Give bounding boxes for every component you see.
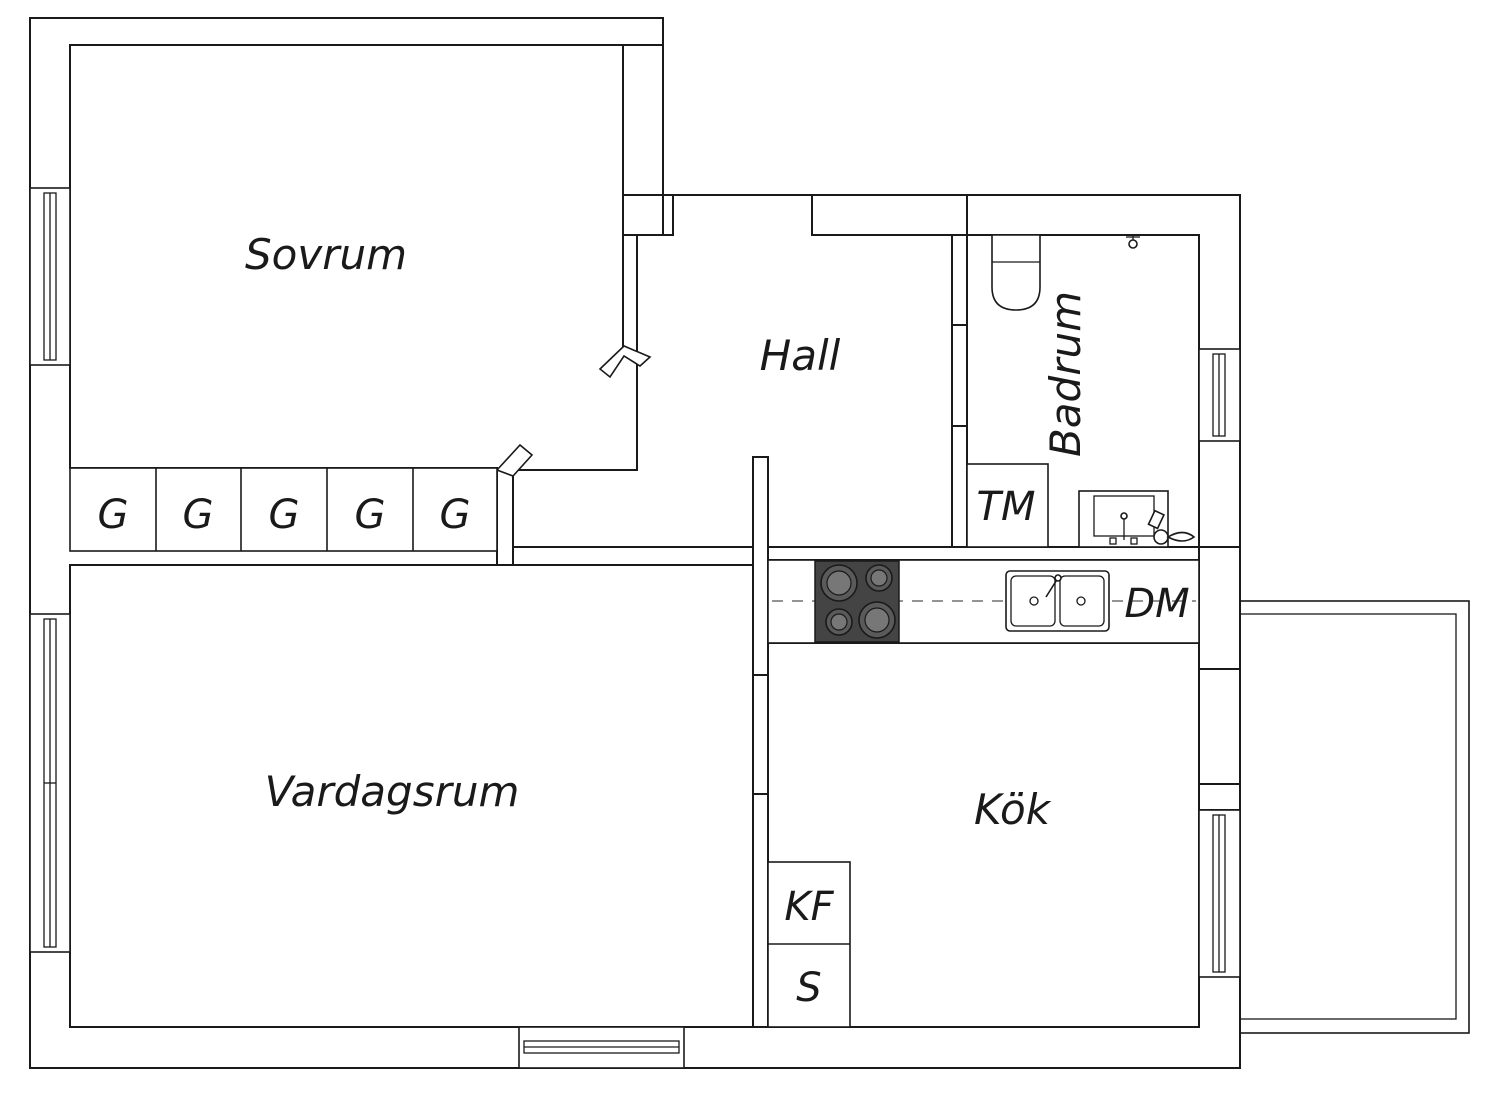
kf-label: KF — [784, 884, 834, 930]
washing-machine: TM — [966, 463, 1049, 548]
wardrobe-label: G — [355, 492, 386, 538]
door-leaves — [495, 345, 652, 477]
room-label-sovrum: Sovrum — [245, 230, 407, 279]
window-kok — [1198, 809, 1241, 978]
wardrobe-label: G — [440, 492, 471, 538]
room-label-vardagsrum: Vardagsrum — [265, 767, 520, 816]
partition-walls — [496, 44, 1241, 1028]
kitchen-counter: DM — [767, 559, 1200, 644]
shower-head-icon — [1126, 235, 1140, 249]
stove-icon — [814, 560, 900, 643]
window-vardagsrum-bottom — [518, 1026, 685, 1069]
toilet-icon — [991, 234, 1041, 311]
dm-label: DM — [1124, 581, 1189, 627]
window-vardagsrum — [29, 613, 71, 953]
wardrobe-label: G — [98, 492, 129, 538]
faucet-icon — [1147, 509, 1196, 545]
room-labels: Sovrum Hall Badrum Vardagsrum Kök — [245, 230, 1090, 834]
kitchen-tall-units: KF S — [767, 861, 851, 1028]
room-label-hall: Hall — [760, 331, 841, 380]
wardrobe-row: G G G G G — [69, 467, 498, 552]
kitchen-sink-icon — [1005, 570, 1110, 632]
wardrobe-label: G — [269, 492, 300, 538]
room-label-badrum: Badrum — [1041, 291, 1090, 457]
window-sovrum — [29, 187, 71, 366]
windows — [29, 187, 1241, 1069]
tm-label: TM — [977, 484, 1036, 530]
s-label: S — [796, 965, 821, 1011]
window-badrum — [1198, 348, 1241, 442]
washbasin-icon — [1078, 490, 1169, 548]
bathroom-fixtures: TM — [966, 234, 1196, 548]
wardrobe-label: G — [183, 492, 214, 538]
balcony — [1239, 600, 1470, 1034]
room-label-kok: Kök — [974, 785, 1052, 834]
